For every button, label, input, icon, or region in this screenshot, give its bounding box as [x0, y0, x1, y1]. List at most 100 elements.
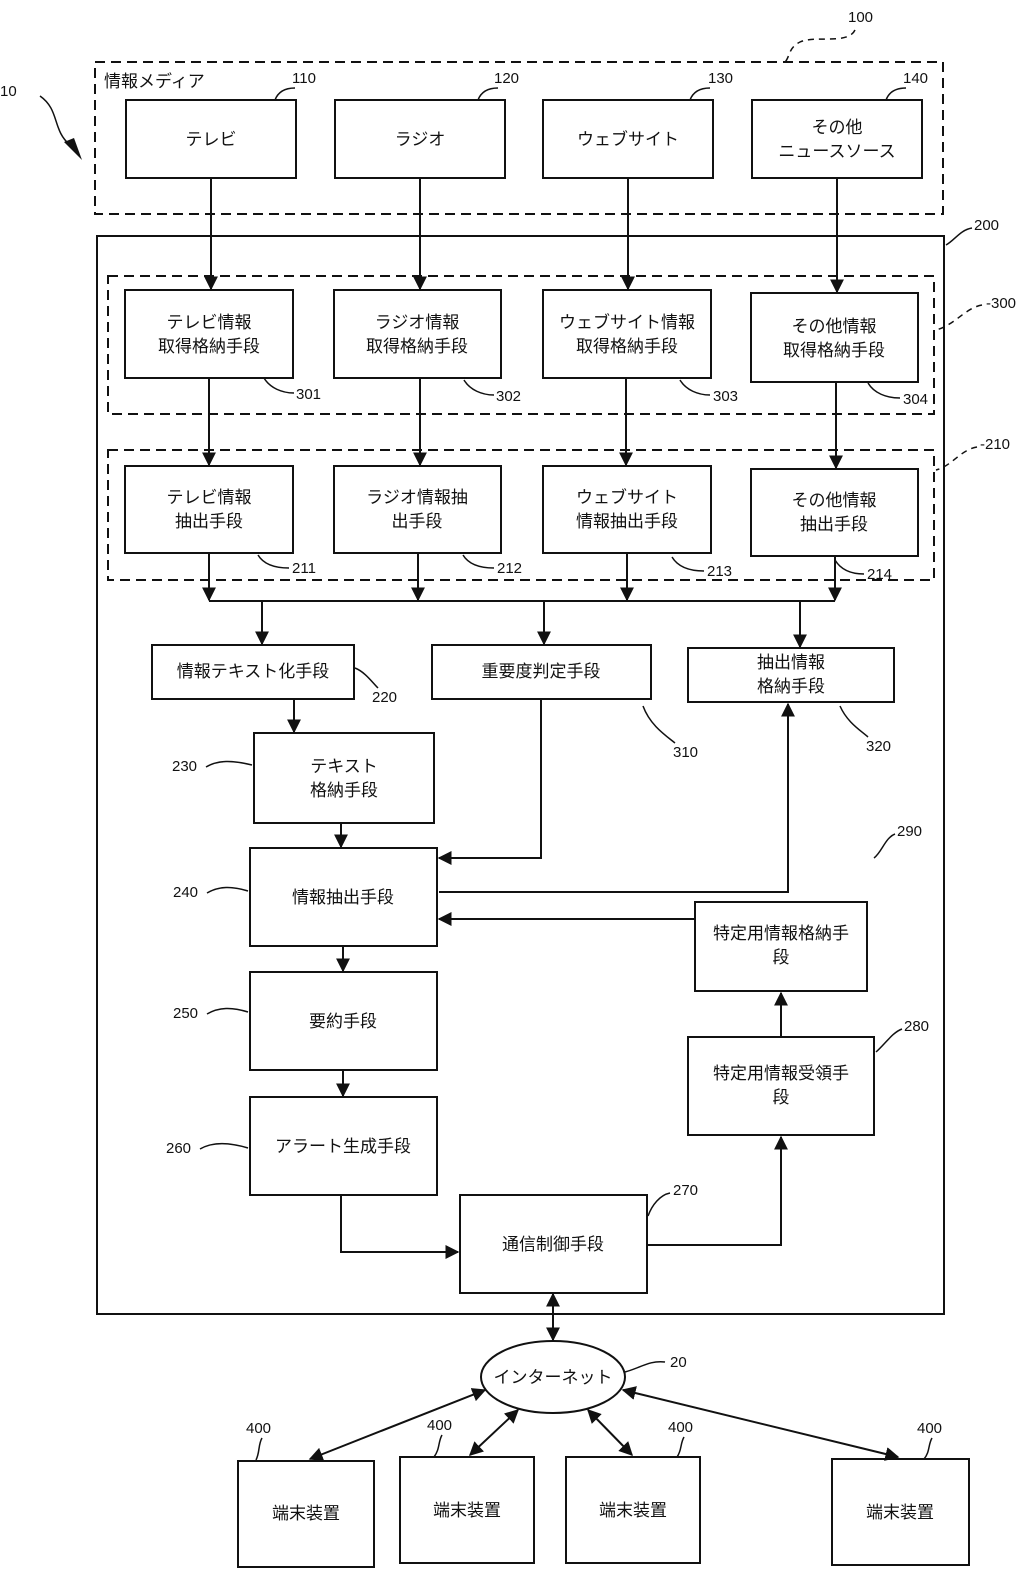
- extract-website-label-1: ウェブサイト: [576, 487, 678, 508]
- ref-300-leader: [935, 304, 983, 331]
- acquire-website-label-2: 取得格納手段: [576, 337, 678, 357]
- ref-400-c-leader: [676, 1436, 685, 1458]
- ref-110-leader: [274, 87, 296, 101]
- ref-302-leader: [463, 379, 495, 396]
- ref-20-leader: [624, 1360, 666, 1373]
- acquire-radio-box: ラジオ情報 取得格納手段: [333, 289, 502, 379]
- ref-260: 260: [166, 1140, 191, 1157]
- acquire-tv-box: テレビ情報 取得格納手段: [124, 289, 294, 379]
- extract-radio-label-2: 出手段: [392, 512, 443, 532]
- ref-210: -210: [980, 436, 1010, 453]
- ref-400-c: 400: [668, 1419, 693, 1436]
- media-other-box: その他 ニュースソース: [751, 99, 923, 179]
- ref-280: 280: [904, 1018, 929, 1035]
- arrow-info-extract-to-store: [439, 702, 795, 893]
- ref-310: 310: [673, 744, 698, 761]
- comm-label: 通信制御手段: [502, 1235, 604, 1255]
- extract-other-box: その他情報 抽出手段: [750, 468, 919, 557]
- ref-290: 290: [897, 823, 922, 840]
- summary-label: 要約手段: [309, 1012, 377, 1032]
- ref-140: 140: [903, 70, 928, 87]
- terminal-2-box: 端末装置: [399, 1456, 535, 1564]
- summary-box: 要約手段: [249, 971, 438, 1071]
- arrow-comm-to-spec-recv: [647, 1135, 788, 1246]
- ref-100-leader: [784, 29, 856, 63]
- ref-302: 302: [496, 388, 521, 405]
- terminal-1-label: 端末装置: [272, 1504, 340, 1524]
- ref-300: -300: [986, 295, 1016, 312]
- extract-other-label-1: その他情報: [792, 491, 877, 511]
- ref-303-leader: [679, 379, 711, 396]
- text-store-label-2: 格納手段: [310, 781, 378, 801]
- arrow-internet-terminal-1: [308, 1388, 487, 1461]
- ref-220-leader: [354, 667, 379, 689]
- ref-303: 303: [713, 388, 738, 405]
- ref-240: 240: [173, 884, 198, 901]
- extracted-store-label-1: 抽出情報: [757, 653, 825, 673]
- media-group-frame: [94, 61, 944, 215]
- spec-recv-box: 特定用情報受領手 段: [687, 1036, 875, 1136]
- ref-260-leader: [199, 1142, 249, 1150]
- arrow-internet-terminal-2: [468, 1409, 520, 1456]
- ref-400-d: 400: [917, 1420, 942, 1437]
- acquire-other-label-1: その他情報: [792, 317, 877, 337]
- ref-20: 20: [670, 1354, 687, 1371]
- textify-box: 情報テキスト化手段: [151, 644, 355, 700]
- spec-store-label-2: 段: [773, 948, 790, 968]
- spec-store-box: 特定用情報格納手 段: [694, 901, 868, 992]
- acquire-website-box: ウェブサイト情報 取得格納手段: [542, 289, 712, 379]
- arrow-importance-to-info-extract: [437, 699, 542, 865]
- ref-213: 213: [707, 563, 732, 580]
- ref-250: 250: [173, 1005, 198, 1022]
- ref-310-leader: [642, 705, 676, 744]
- extract-tv-box: テレビ情報 抽出手段: [124, 465, 294, 554]
- ref-400-a: 400: [246, 1420, 271, 1437]
- ref-140-leader: [885, 87, 907, 101]
- internet-node: インターネット: [480, 1340, 626, 1414]
- ref-120: 120: [494, 70, 519, 87]
- media-tv-box: テレビ: [125, 99, 297, 179]
- ref-400-a-leader: [255, 1437, 263, 1461]
- ref-212-leader: [462, 554, 495, 569]
- internet-label: インターネット: [494, 1368, 613, 1388]
- acquire-tv-label-2: 取得格納手段: [158, 337, 260, 357]
- ref-200-leader: [945, 227, 973, 246]
- ref-320-leader: [839, 705, 869, 738]
- acquire-tv-label-1: テレビ情報: [167, 313, 252, 333]
- extract-radio-label-1: ラジオ情報抽: [366, 488, 468, 508]
- ref-400-d-leader: [923, 1437, 933, 1460]
- ref-211-leader: [257, 554, 290, 569]
- ref-304-leader: [867, 382, 901, 399]
- ref-320: 320: [866, 738, 891, 755]
- ref-110: 110: [292, 70, 316, 87]
- extract-other-label-2: 抽出手段: [800, 515, 868, 535]
- ref-120-leader: [477, 87, 499, 101]
- terminal-2-label: 端末装置: [433, 1501, 501, 1521]
- arrow-internet-terminal-3: [587, 1408, 633, 1457]
- ref-211: 211: [292, 560, 316, 577]
- ref-270: 270: [673, 1182, 698, 1199]
- extracted-store-label-2: 格納手段: [757, 677, 825, 697]
- acquire-other-box: その他情報 取得格納手段: [750, 292, 919, 383]
- ref-290-leader: [873, 833, 896, 859]
- arrow-alert-to-comm: [340, 1195, 460, 1259]
- terminal-1-box: 端末装置: [237, 1460, 375, 1568]
- terminal-4-box: 端末装置: [831, 1458, 970, 1566]
- extract-tv-label-2: 抽出手段: [175, 512, 243, 532]
- ref-240-leader: [206, 886, 249, 894]
- arrow-internet-terminal-4: [621, 1386, 900, 1461]
- ref-400-b-leader: [433, 1434, 443, 1458]
- textify-label: 情報テキスト化手段: [177, 662, 330, 682]
- importance-box: 重要度判定手段: [431, 644, 652, 700]
- ref-220: 220: [372, 689, 397, 706]
- extract-tv-label-1: テレビ情報: [167, 488, 252, 508]
- text-store-label-1: テキスト: [310, 757, 378, 777]
- spec-recv-label-1: 特定用情報受領手: [713, 1064, 849, 1084]
- terminal-3-box: 端末装置: [565, 1456, 701, 1564]
- extract-website-box: ウェブサイト 情報抽出手段: [542, 465, 712, 554]
- extract-radio-box: ラジオ情報抽 出手段: [333, 465, 502, 554]
- ref-10: 10: [0, 83, 17, 100]
- media-tv-label: テレビ: [186, 130, 237, 150]
- ref-200: 200: [974, 217, 999, 234]
